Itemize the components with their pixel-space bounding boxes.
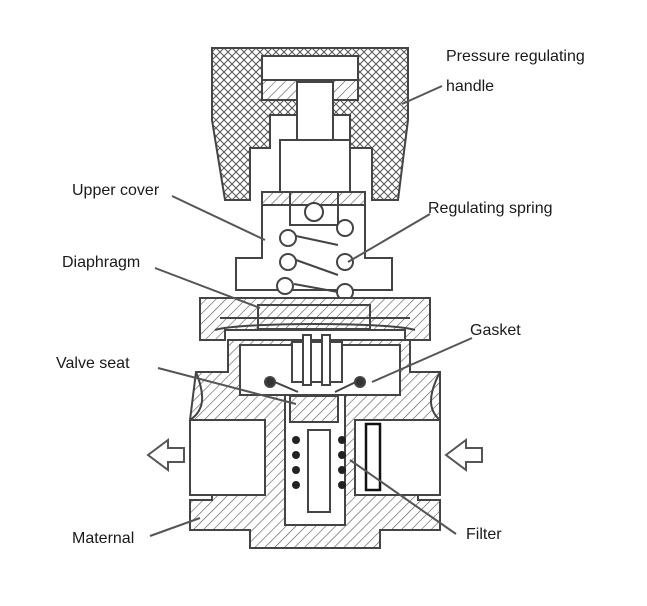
label-handle-line1: Pressure regulating <box>446 48 585 65</box>
label-filter: Filter <box>466 526 502 543</box>
label-maternal: Maternal <box>72 530 135 547</box>
label-diaphragm: Diaphragm <box>62 254 141 271</box>
valve-stem <box>264 334 366 513</box>
label-regulating-spring: Regulating spring <box>428 200 553 217</box>
label-gasket: Gasket <box>470 322 521 339</box>
lower-spring-coils <box>292 436 346 489</box>
pressure-regulating-handle <box>211 47 409 201</box>
regulating-spring <box>276 219 354 301</box>
inlet-arrow-icon <box>444 438 483 472</box>
label-valve-seat: Valve seat <box>56 355 130 372</box>
outlet-arrow-icon <box>146 438 185 472</box>
upper-cover <box>235 191 393 291</box>
diaphragm-assembly <box>199 297 431 341</box>
label-handle-line2: handle <box>446 78 495 95</box>
leader-lines <box>149 85 473 537</box>
flow-arrows <box>146 438 483 472</box>
label-upper-cover: Upper cover <box>72 182 160 199</box>
